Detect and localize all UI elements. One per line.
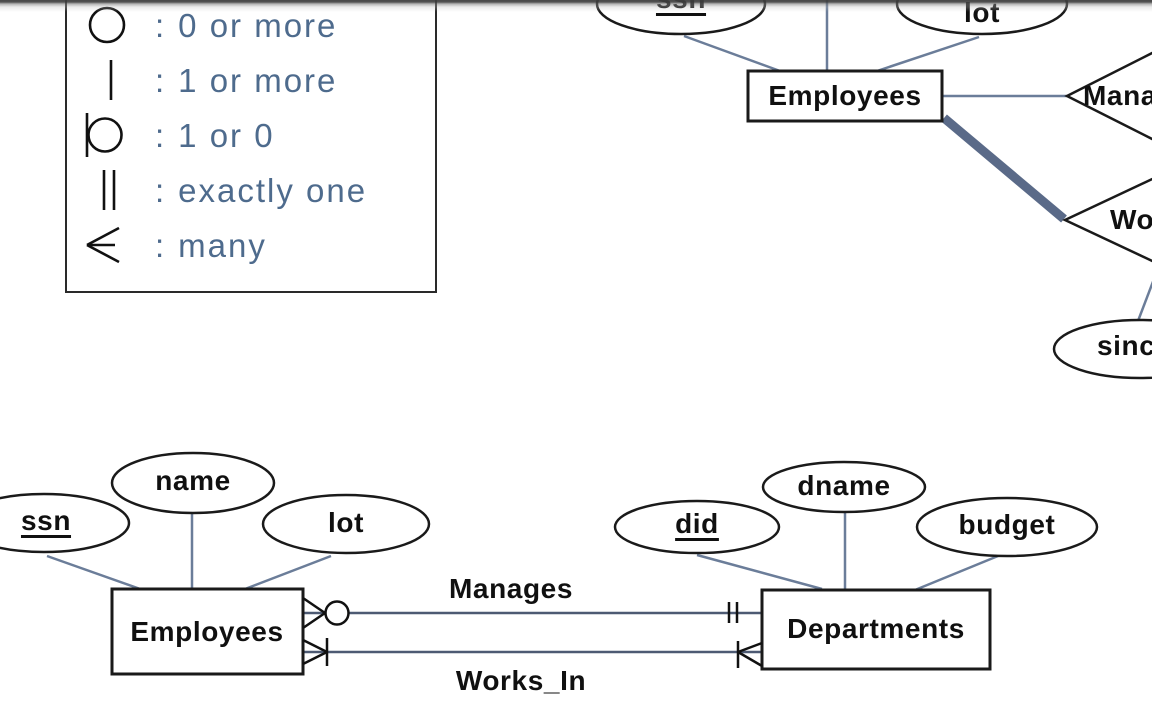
bottom-attribute-label-did: did <box>675 508 719 539</box>
top-attribute-label-lot: lot <box>963 0 1001 28</box>
legend-row-one-or-zero: : 1 or 0 <box>83 108 435 163</box>
works-in-departments-crowfoot-lower <box>737 650 763 668</box>
top-employees-entity-box <box>746 69 944 123</box>
manages-employees-zero-circle <box>324 600 350 626</box>
works-in-employees-crowfoot-lower <box>302 650 328 666</box>
bottom-attribute-label-dname: dname <box>797 470 891 501</box>
top-since-ellipse <box>1052 318 1152 380</box>
legend-row-one-or-more: : 1 or more <box>83 53 435 108</box>
total-participation-line <box>941 114 1067 223</box>
top-relationship-label-manages: Manages <box>1083 80 1152 111</box>
bottom-attribute-label-name: name <box>155 465 231 496</box>
works-in-departments-crowfoot-upper <box>737 641 763 654</box>
legend-separator: : <box>155 61 167 99</box>
bottom-name-ellipse <box>110 451 276 515</box>
legend-label: many <box>178 226 267 264</box>
works-in-employees-crowfoot-upper <box>302 638 328 654</box>
one-or-zero-icon <box>83 108 155 163</box>
top-entity-label-employees: Employees <box>768 80 922 111</box>
bottom-entity-label-employees: Employees <box>130 616 284 647</box>
legend-box: : 0 or more : 1 or more : 1 or 0 : exact… <box>65 0 437 293</box>
bottom-entity-label-departments: Departments <box>787 613 965 644</box>
legend-row-zero-or-more: : 0 or more <box>83 0 435 53</box>
bottom-relationship-label-works-in: Works_In <box>455 665 587 696</box>
top-relationship-label-works-in: Works_In <box>1110 204 1152 235</box>
manages-employees-crowfoot-upper <box>302 596 326 615</box>
bottom-ssn-ellipse <box>0 492 131 554</box>
top-since-connector <box>1136 280 1152 322</box>
bottom-departments-entity-box <box>760 588 992 671</box>
legend-row-exactly-one: : exactly one <box>83 163 435 218</box>
bottom-dname-ellipse <box>761 460 927 514</box>
top-works-in-diamond <box>1062 177 1152 263</box>
manages-employees-crowfoot-lower <box>302 611 326 630</box>
bottom-budget-ellipse <box>915 496 1099 558</box>
top-ssn-connector <box>683 34 781 73</box>
top-manages-diamond <box>1064 51 1152 141</box>
legend-label: 0 or more <box>178 6 338 44</box>
legend-separator: : <box>155 6 167 44</box>
legend-row-many: : many <box>83 218 435 273</box>
top-attribute-label-since: since <box>1097 330 1152 361</box>
exactly-one-icon <box>83 163 155 218</box>
legend-separator: : <box>155 171 167 209</box>
legend-label: 1 or 0 <box>178 116 275 154</box>
many-crow-foot-icon <box>83 218 155 273</box>
one-or-more-icon <box>83 53 155 108</box>
bottom-relationship-label-manages: Manages <box>448 573 574 604</box>
bottom-attribute-label-ssn: ssn <box>20 505 72 536</box>
bottom-attribute-label-lot: lot <box>327 507 365 538</box>
legend-label: 1 or more <box>178 61 338 99</box>
bottom-employees-entity-box <box>110 587 305 676</box>
bottom-lot-ellipse <box>261 493 431 555</box>
zero-or-more-icon <box>83 0 155 53</box>
top-lot-connector <box>876 35 980 73</box>
bottom-did-connector <box>696 553 823 591</box>
bottom-lot-connector <box>244 554 332 591</box>
legend-separator: : <box>155 226 167 264</box>
bottom-did-ellipse <box>613 499 781 555</box>
top-attribute-label-ssn: ssn <box>656 0 706 15</box>
bottom-budget-connector <box>914 554 999 592</box>
legend-separator: : <box>155 116 167 154</box>
bottom-ssn-connector <box>46 554 144 592</box>
legend-label: exactly one <box>178 171 368 209</box>
bottom-attribute-label-budget: budget <box>958 509 1056 540</box>
